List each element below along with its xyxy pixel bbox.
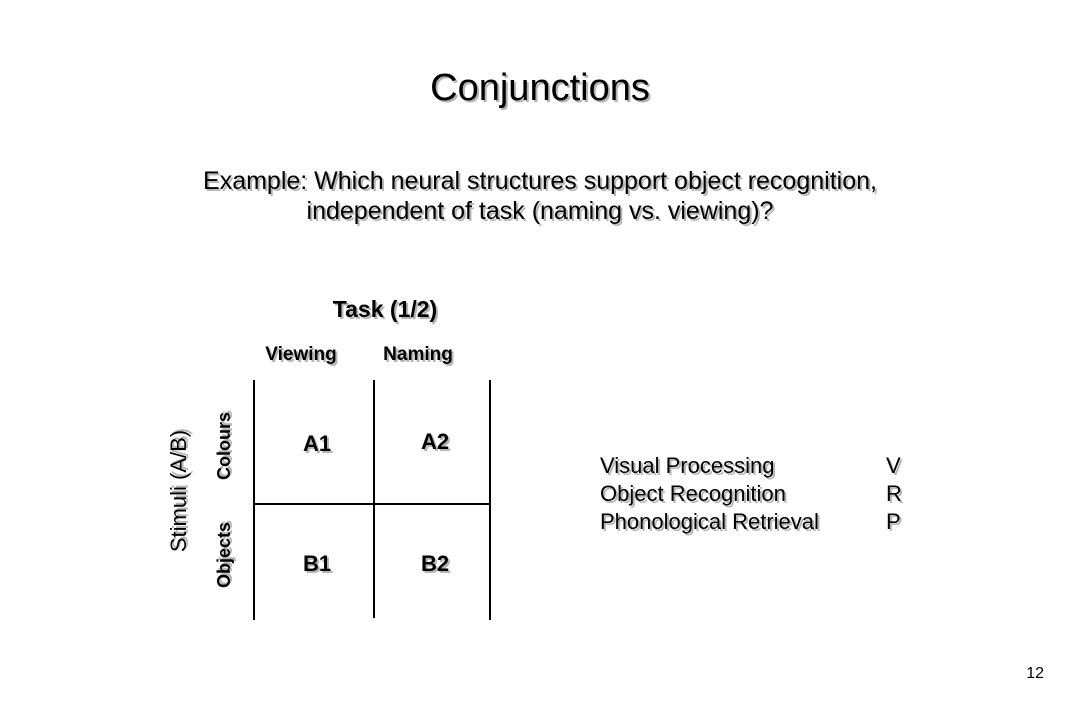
- subtitle-line-1: Example: Which neural structures support…: [203, 167, 877, 195]
- legend-name: Object Recognition: [600, 481, 786, 506]
- legend-code: V: [886, 453, 901, 478]
- page-number: 12: [1026, 665, 1044, 682]
- legend-name: Phonological Retrieval: [600, 509, 819, 534]
- legend-row-object: Object Recognition R: [600, 480, 920, 508]
- legend-row-visual: Visual Processing V: [600, 452, 920, 480]
- cell-a2: A2: [420, 429, 450, 454]
- task-factor-label: Task (1/2): [332, 296, 438, 322]
- stimuli-factor-label: Stimuli (A/B): [166, 429, 191, 553]
- process-legend: Visual Processing V Object Recognition R…: [600, 452, 920, 536]
- cell-b1: B1: [302, 551, 332, 576]
- subtitle-line-2: independent of task (naming vs. viewing)…: [306, 197, 774, 225]
- legend-code: R: [886, 481, 902, 506]
- legend-name: Visual Processing: [600, 453, 775, 478]
- grid-horizontal-divider: [255, 503, 489, 505]
- row-label-objects: Objects: [214, 521, 234, 589]
- factorial-design-grid: A1 A2 B1 B2: [253, 380, 491, 620]
- column-label-viewing: Viewing: [265, 344, 337, 365]
- legend-row-phonological: Phonological Retrieval P: [600, 508, 920, 536]
- column-label-naming: Naming: [383, 344, 453, 365]
- grid-vertical-divider: [373, 380, 375, 618]
- legend-code: P: [886, 509, 901, 534]
- cell-a1: A1: [302, 431, 332, 456]
- slide-subtitle: Example: Which neural structures support…: [40, 166, 1040, 226]
- row-label-colours: Colours: [214, 412, 234, 481]
- slide-title: Conjunctions: [430, 67, 650, 109]
- cell-b2: B2: [420, 551, 450, 576]
